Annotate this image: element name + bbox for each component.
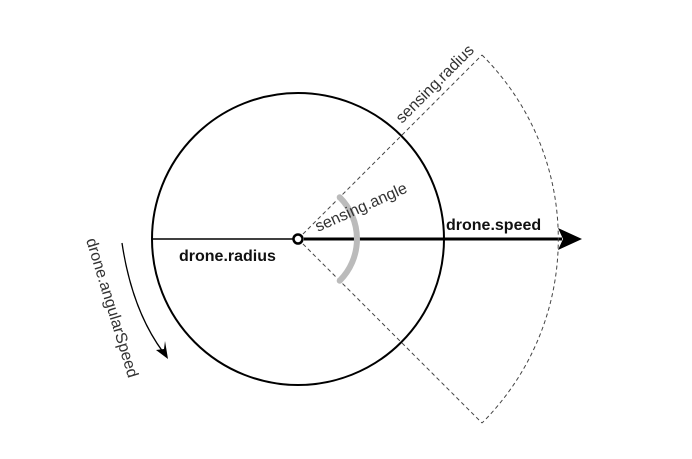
sensing-lower-edge bbox=[297, 238, 483, 424]
drone-center-point bbox=[292, 233, 304, 245]
drone-radius-label: drone.radius bbox=[179, 248, 276, 265]
drone-speed-arrowhead bbox=[558, 228, 582, 250]
angular-speed-arrowhead bbox=[156, 341, 168, 359]
sensing-radius-label: sensing.radius bbox=[393, 42, 478, 127]
sensing-radius-arc bbox=[481, 54, 559, 424]
drone-speed-label: drone.speed bbox=[446, 217, 541, 234]
sensing-angle-label: sensing.angle bbox=[313, 180, 410, 236]
drone-angular-speed-label: drone.angularSpeed bbox=[82, 236, 141, 380]
angular-speed-arrow-curve bbox=[121, 242, 164, 353]
sensing-upper-edge bbox=[297, 54, 483, 240]
sensing-angle-arc bbox=[336, 194, 360, 284]
